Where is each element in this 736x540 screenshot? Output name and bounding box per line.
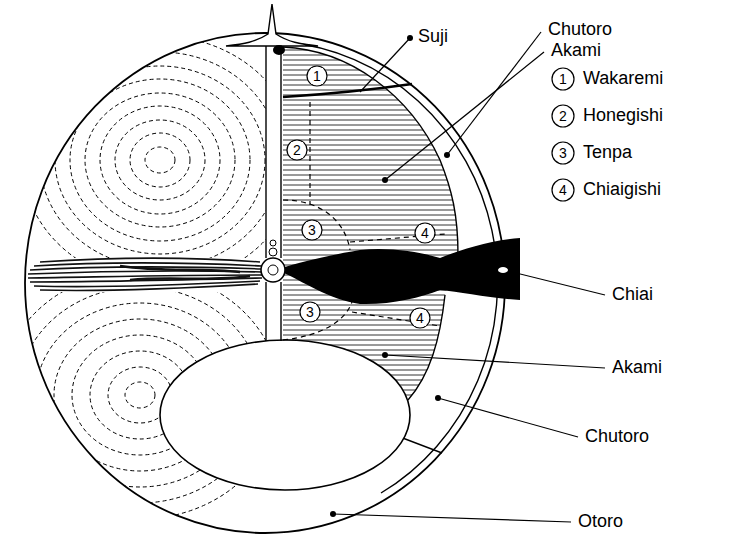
chiai-notch [498, 267, 508, 273]
key-label: Honegishi [583, 106, 663, 126]
key-label: Chiaigishi [583, 180, 661, 200]
part-label: Akami [612, 358, 662, 378]
muscle-rings [22, 36, 298, 284]
callout-number: 4 [414, 310, 426, 326]
part-label: Suji [418, 27, 448, 47]
dark-muscle-stripe [28, 258, 262, 290]
dorsal-fin [226, 4, 318, 46]
spine [266, 46, 281, 341]
callout-number: 3 [306, 222, 318, 238]
part-label: Chiai [612, 285, 653, 305]
callout-number: 2 [557, 108, 569, 124]
vertebra [261, 258, 285, 282]
leader-lines [333, 32, 605, 522]
vertebra [268, 265, 278, 275]
callout-number: 1 [311, 68, 323, 84]
callout-number: 3 [304, 304, 316, 320]
leader-dots [330, 35, 450, 517]
chiai-dark-meat [282, 238, 520, 304]
callout-number: 4 [419, 225, 431, 241]
neural-canal [270, 240, 276, 246]
key-label: Wakaremi [583, 69, 663, 89]
part-label: Otoro [578, 512, 623, 532]
cut-lines [283, 102, 445, 340]
suji-sinew [283, 84, 412, 97]
part-label: Akami [551, 41, 601, 61]
dorsal-vessel [273, 45, 285, 55]
callout-circles [287, 66, 574, 328]
part-label: Chutoro [548, 20, 612, 40]
neural-canal [269, 248, 277, 256]
callout-number: 2 [291, 142, 303, 158]
callout-number: 3 [557, 145, 569, 161]
belly-cavity [160, 340, 410, 490]
key-label: Tenpa [583, 143, 632, 163]
part-label: Chutoro [585, 427, 649, 447]
callout-number: 1 [557, 71, 569, 87]
callout-number: 4 [557, 182, 569, 198]
